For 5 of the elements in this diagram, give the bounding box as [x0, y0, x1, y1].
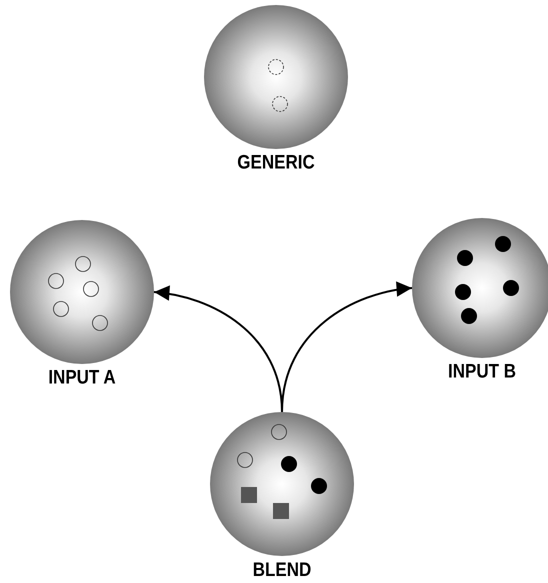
- sphere-label: GENERIC: [237, 152, 315, 174]
- sphere-label: BLEND: [252, 560, 312, 580]
- arrow: [281, 282, 412, 412]
- sphere-label: INPUT A: [48, 368, 116, 388]
- sphere-label: INPUT B: [448, 362, 516, 382]
